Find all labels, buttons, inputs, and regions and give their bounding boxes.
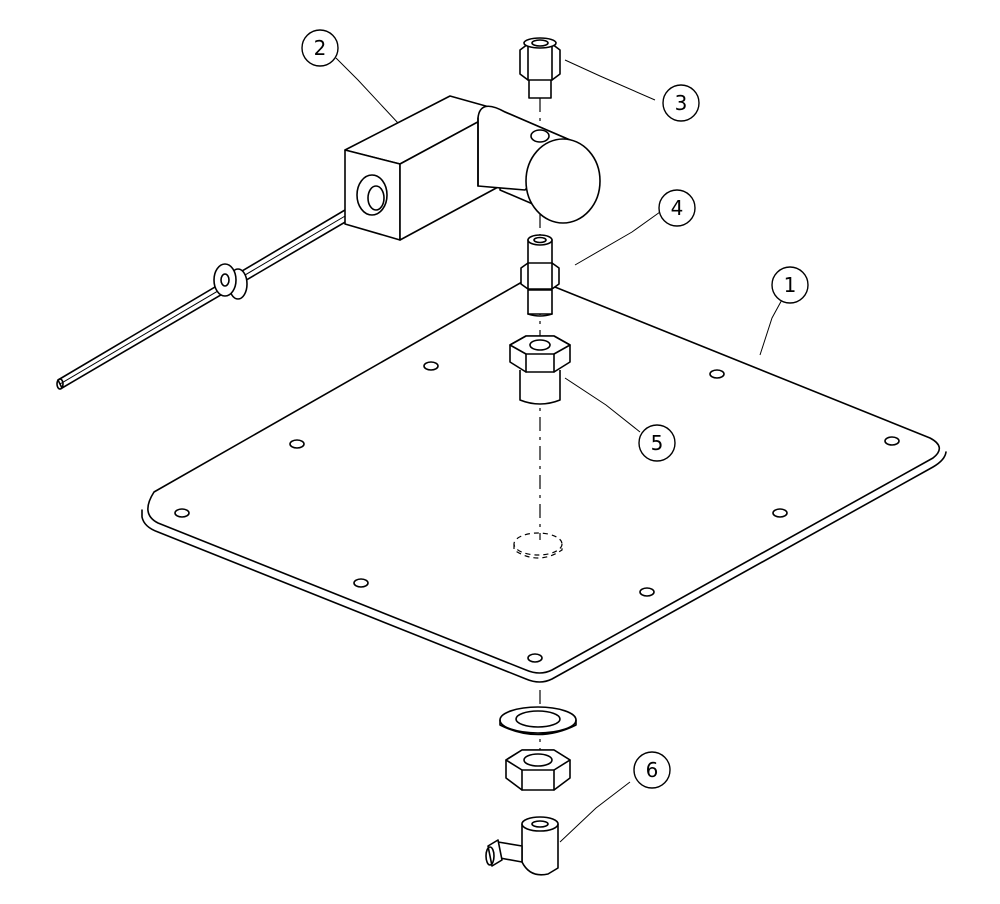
callout-3: 3 xyxy=(662,84,700,122)
coupling-fitting xyxy=(520,234,560,317)
elbow-fitting xyxy=(485,816,559,876)
sensor-housing xyxy=(344,95,601,241)
flat-washer xyxy=(499,706,577,736)
callout-1-label: 1 xyxy=(784,273,797,297)
callout-1: 1 xyxy=(771,266,809,304)
callout-4: 4 xyxy=(658,189,696,227)
callout-4-label: 4 xyxy=(671,196,684,220)
plate-holes xyxy=(174,361,900,663)
callout-5: 5 xyxy=(638,424,676,462)
callout-2-label: 2 xyxy=(314,36,327,60)
hex-bushing xyxy=(509,335,571,405)
hex-nut xyxy=(505,749,571,791)
leader-lines xyxy=(335,57,785,843)
callout-6: 6 xyxy=(633,751,671,789)
callout-3-label: 3 xyxy=(675,91,688,115)
plate-center-hole-hidden xyxy=(513,532,563,559)
top-fitting xyxy=(519,37,561,99)
rod-grommet xyxy=(213,263,248,300)
callout-6-label: 6 xyxy=(646,758,659,782)
callout-5-label: 5 xyxy=(651,431,664,455)
callout-2: 2 xyxy=(301,29,339,67)
